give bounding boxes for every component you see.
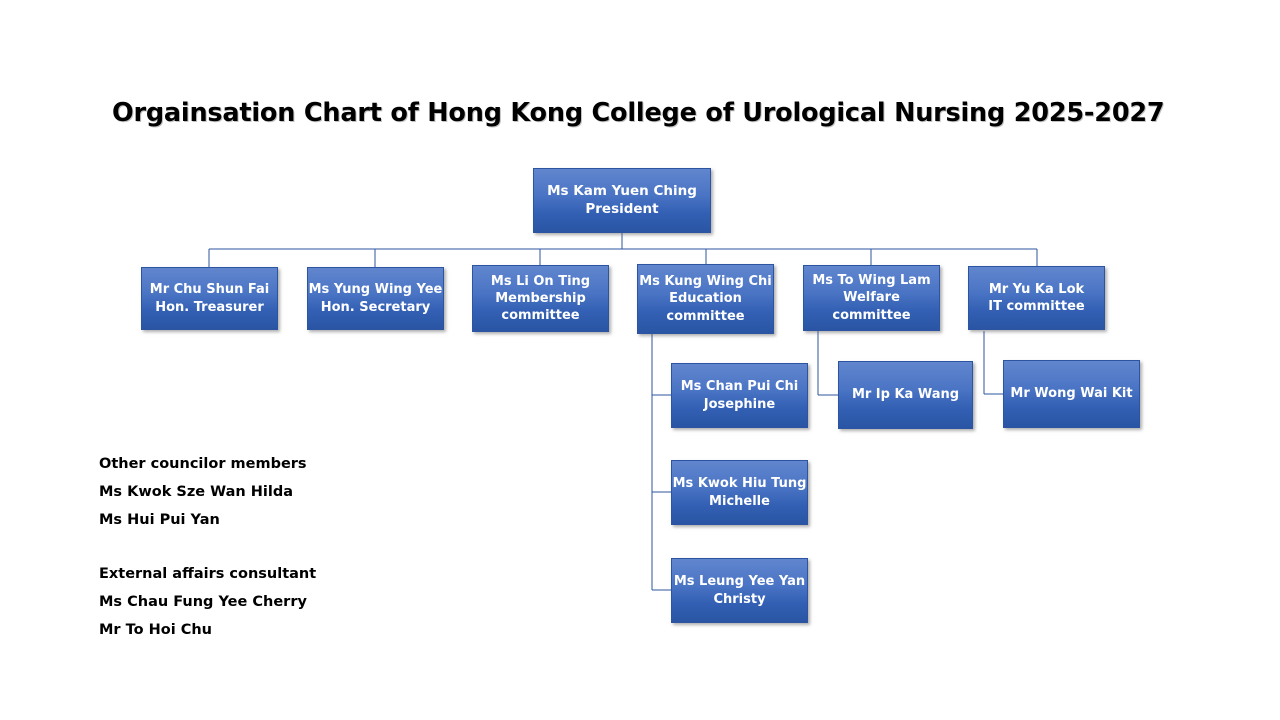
node-role: Membership: [495, 290, 586, 306]
node-education-member-2[interactable]: Ms Kwok Hiu Tung Michelle: [671, 460, 808, 525]
node-welfare-member-1[interactable]: Mr Ip Ka Wang: [838, 361, 973, 429]
node-role: Hon. Treasurer: [155, 299, 264, 315]
node-name: Mr Wong Wai Kit: [1010, 386, 1133, 402]
node-welfare-committee[interactable]: Ms To Wing Lam Welfare committee: [803, 265, 940, 331]
node-president-role: President: [585, 200, 659, 217]
node-name: Ms Leung Yee Yan: [673, 574, 806, 590]
node-name: Mr Ip Ka Wang: [851, 387, 960, 403]
node-name-line2: Christy: [713, 591, 766, 607]
notes-spacer: [99, 534, 316, 560]
node-name: Ms Chan Pui Chi: [680, 379, 799, 395]
node-hon-secretary[interactable]: Ms Yung Wing Yee Hon. Secretary: [307, 267, 444, 330]
councilor-member-2: Ms Hui Pui Yan: [99, 512, 220, 528]
node-hon-treasurer[interactable]: Mr Chu Shun Fai Hon. Treasurer: [141, 267, 278, 330]
notes-block: Other councilor members Ms Kwok Sze Wan …: [99, 450, 316, 644]
node-name: Ms Kwok Hiu Tung: [672, 476, 807, 492]
node-name: Mr Chu Shun Fai: [149, 282, 270, 298]
node-it-member-1[interactable]: Mr Wong Wai Kit: [1003, 360, 1140, 428]
councilor-member-1: Ms Kwok Sze Wan Hilda: [99, 484, 294, 500]
node-membership-committee[interactable]: Ms Li On Ting Membership committee: [472, 265, 609, 332]
consultant-2: Mr To Hoi Chu: [99, 622, 213, 638]
node-president[interactable]: Ms Kam Yuen Ching President: [533, 168, 711, 233]
node-role: Hon. Secretary: [320, 299, 431, 315]
node-name: Ms Li On Ting: [490, 273, 591, 289]
node-education-committee[interactable]: Ms Kung Wing Chi Education committee: [637, 264, 774, 334]
node-role: Welfare: [843, 290, 900, 306]
node-name: Ms Yung Wing Yee: [308, 282, 443, 298]
page-title: Orgainsation Chart of Hong Kong College …: [112, 98, 1165, 128]
consultant-1: Ms Chau Fung Yee Cherry: [99, 594, 307, 610]
node-name: Ms To Wing Lam: [812, 273, 931, 289]
node-education-member-1[interactable]: Ms Chan Pui Chi Josephine: [671, 363, 808, 428]
node-education-member-3[interactable]: Ms Leung Yee Yan Christy: [671, 558, 808, 623]
node-name: Mr Yu Ka Lok: [988, 281, 1085, 297]
node-name: Ms Kung Wing Chi: [639, 274, 772, 290]
node-role-line2: committee: [501, 308, 580, 324]
node-role: IT committee: [988, 299, 1085, 314]
councilor-heading: Other councilor members: [99, 456, 307, 472]
node-name-line2: Michelle: [709, 493, 770, 509]
node-role: Education: [669, 291, 742, 307]
consultant-heading: External affairs consultant: [99, 566, 317, 582]
node-role-line2: committee: [832, 307, 911, 323]
node-role-line2: committee: [666, 308, 745, 324]
node-it-committee[interactable]: Mr Yu Ka Lok IT committee: [968, 266, 1105, 330]
node-president-name: Ms Kam Yuen Ching: [547, 182, 697, 199]
node-name-line2: Josephine: [703, 396, 776, 412]
